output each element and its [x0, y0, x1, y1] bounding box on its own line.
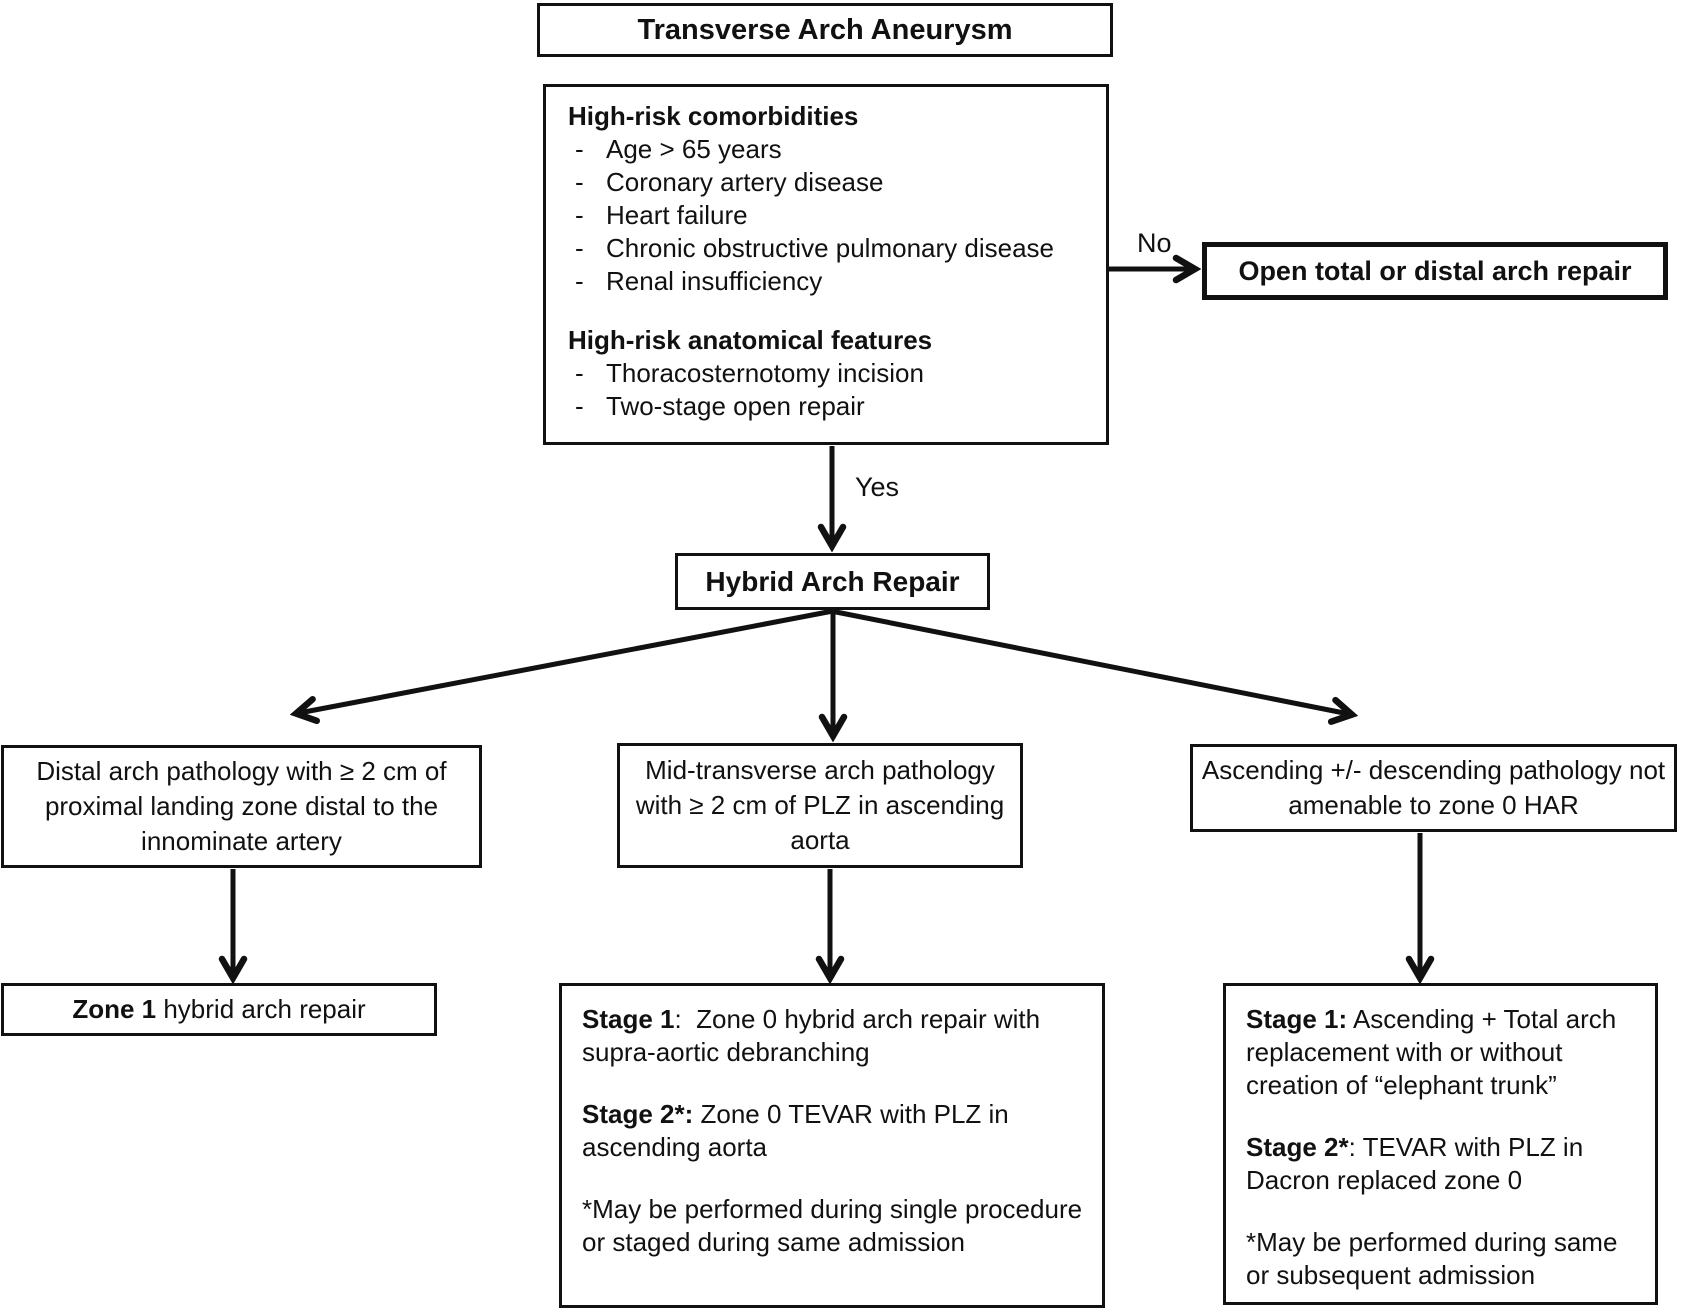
list-item: -Coronary artery disease — [568, 166, 1092, 199]
hybrid-arch-repair-box: Hybrid Arch Repair — [675, 553, 990, 610]
stage2-paragraph: Stage 2*: Zone 0 TEVAR with PLZ in ascen… — [582, 1098, 1084, 1164]
hybrid-arch-repair-label: Hybrid Arch Repair — [705, 565, 960, 597]
stage2-text: : TEVAR with PLZ in Dacron replaced zone… — [1246, 1132, 1591, 1195]
diagram-title: Transverse Arch Aneurysm — [637, 13, 1013, 46]
arrow-hybrid-to-left — [299, 608, 834, 713]
anatomical-heading: High-risk anatomical features — [568, 325, 933, 355]
condition-text: Distal arch pathology with ≥ 2 cm of pro… — [36, 756, 447, 856]
stage2-paragraph: Stage 2*: TEVAR with PLZ in Dacron repla… — [1246, 1131, 1637, 1197]
bullet-dash: - — [575, 200, 584, 230]
outcome-total-arch-staged-box: Stage 1: Ascending + Total arch replacem… — [1223, 983, 1658, 1305]
list-item: -Chronic obstructive pulmonary disease — [568, 232, 1092, 265]
outcome-zone1-box: Zone 1 hybrid arch repair — [1, 983, 437, 1036]
anatomical-item: Two-stage open repair — [606, 391, 865, 421]
stage2-text: Zone 0 TEVAR with PLZ in ascending aorta — [582, 1099, 1017, 1162]
comorbidity-item: Age > 65 years — [606, 134, 782, 164]
bullet-dash: - — [575, 266, 584, 296]
bullet-dash: - — [575, 233, 584, 263]
footnote: *May be performed during same or subsequ… — [1246, 1227, 1625, 1290]
stage1-text: Ascending + Total arch replacement with … — [1246, 1004, 1624, 1100]
anatomical-item: Thoracosternotomy incision — [606, 358, 924, 388]
stage2-label: Stage 2* — [1246, 1132, 1349, 1162]
comorbidity-item: Chronic obstructive pulmonary disease — [606, 233, 1054, 263]
bullet-dash: - — [575, 134, 584, 164]
arrow-hybrid-to-right — [830, 608, 1349, 714]
list-item: -Heart failure — [568, 199, 1092, 232]
outcome-bold: Zone 1 — [72, 994, 157, 1024]
yes-branch-label: Yes — [855, 472, 900, 502]
comorbidity-item: Renal insufficiency — [606, 266, 823, 296]
stage1-label: Stage 1: — [1246, 1004, 1348, 1034]
stage1-paragraph: Stage 1: Ascending + Total arch replacem… — [1246, 1003, 1637, 1102]
outcome-zone0-staged-box: Stage 1: Zone 0 hybrid arch repair with … — [559, 983, 1105, 1308]
condition-distal-arch-box: Distal arch pathology with ≥ 2 cm of pro… — [1, 745, 482, 868]
condition-text: Ascending +/- descending pathology not a… — [1201, 755, 1666, 820]
stage1-paragraph: Stage 1: Zone 0 hybrid arch repair with … — [582, 1003, 1084, 1069]
list-item: -Two-stage open repair — [568, 390, 1092, 423]
risk-factors-box: High-risk comorbidities -Age > 65 years … — [543, 84, 1109, 445]
condition-text: Mid-transverse arch pathology with ≥ 2 c… — [635, 755, 1005, 855]
comorbidities-heading: High-risk comorbidities — [568, 101, 859, 131]
comorbidity-item: Heart failure — [606, 200, 748, 230]
comorbidity-item: Coronary artery disease — [606, 167, 884, 197]
stage1-text: : Zone 0 hybrid arch repair with supra-a… — [582, 1004, 1048, 1067]
no-branch-label: No — [1137, 228, 1172, 258]
list-item: -Age > 65 years — [568, 133, 1092, 166]
open-repair-label: Open total or distal arch repair — [1238, 255, 1632, 286]
outcome-rest: hybrid arch repair — [156, 994, 366, 1024]
bullet-dash: - — [575, 391, 584, 421]
list-item: -Thoracosternotomy incision — [568, 357, 1092, 390]
bullet-dash: - — [575, 358, 584, 388]
bullet-dash: - — [575, 167, 584, 197]
footnote: *May be performed during single procedur… — [582, 1194, 1090, 1257]
condition-mid-transverse-box: Mid-transverse arch pathology with ≥ 2 c… — [617, 743, 1023, 868]
title-box: Transverse Arch Aneurysm — [537, 3, 1113, 57]
list-item: -Renal insufficiency — [568, 265, 1092, 298]
stage2-label: Stage 2*: — [582, 1099, 694, 1129]
stage1-label: Stage 1 — [582, 1004, 675, 1034]
outcome-text: Zone 1 hybrid arch repair — [72, 994, 365, 1025]
open-repair-box: Open total or distal arch repair — [1202, 242, 1668, 300]
condition-ascending-descending-box: Ascending +/- descending pathology not a… — [1190, 744, 1677, 832]
